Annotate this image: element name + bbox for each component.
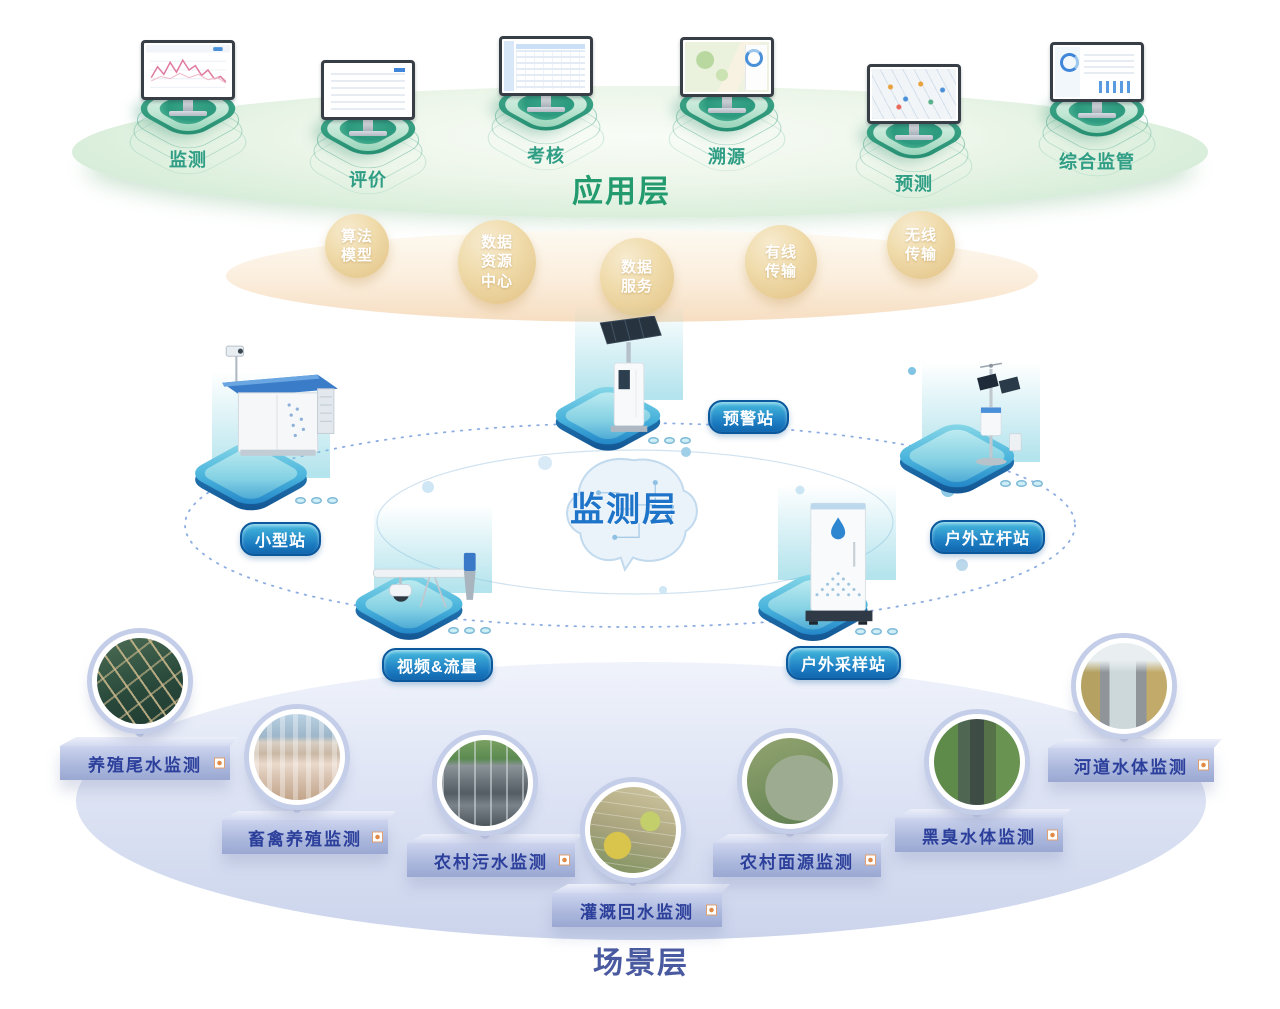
monitor-illustration: [298, 60, 438, 136]
scene-label-sewage: 农村污水监测: [407, 843, 575, 877]
small-station-illustration: [222, 345, 338, 456]
forecast-map-screen: [867, 64, 961, 124]
app-item-traceability: 溯源: [655, 37, 799, 197]
river-channel-photo: [1076, 638, 1172, 734]
middleware-wired-transmission: 有线传输: [745, 225, 817, 299]
scenario-layer-title: 场景层: [593, 947, 689, 980]
platform-ports: [295, 497, 338, 504]
app-item-assessment: 考核: [474, 36, 618, 196]
monitor-base: [708, 108, 746, 113]
monitor-base: [349, 131, 387, 136]
slab-corner-icon: [706, 904, 717, 916]
platform-ports: [1000, 480, 1043, 487]
monitor-stand: [722, 97, 732, 108]
village-pond-photo: [742, 733, 838, 829]
slab-corner-icon: [865, 854, 876, 866]
monitor-stand: [909, 124, 919, 135]
warning-station-illustration: [599, 316, 662, 432]
monitor-base: [169, 111, 207, 116]
scene-label-black-odor-water: 黑臭水体监测: [895, 818, 1063, 852]
monitor-stand: [1092, 102, 1102, 113]
platform-ports: [855, 628, 898, 635]
irrigation-fields-photo: [585, 782, 681, 878]
application-layer-title: 应用层: [572, 174, 671, 209]
monitor-illustration: [844, 64, 984, 140]
aquaculture-ponds-photo: [92, 633, 188, 729]
monitor-illustration: [118, 40, 258, 116]
monitor-stand: [363, 120, 373, 131]
app-label-assessment: 考核: [527, 146, 565, 166]
line-chart-graphic: [146, 45, 230, 88]
scene-label-aquaculture: 养殖尾水监测: [60, 746, 230, 780]
scene-label-nonpoint-source: 农村面源监测: [713, 843, 881, 877]
middleware-data-service: 数据服务: [600, 238, 674, 316]
middleware-wireless-transmission: 无线传输: [887, 211, 955, 279]
monitor-stand: [183, 100, 193, 111]
monitor-illustration: [1027, 42, 1167, 118]
middleware-algorithm-model: 算法模型: [325, 214, 389, 278]
application-layer-band: [72, 86, 1208, 218]
video-flow-illustration: [372, 552, 476, 608]
slab-corner-icon: [1198, 759, 1209, 771]
app-label-traceability: 溯源: [708, 147, 746, 167]
station-badge-sampling-station: 户外采样站: [786, 646, 902, 680]
livestock-barn-photo: [249, 709, 345, 805]
app-item-evaluation: 评价: [296, 60, 440, 220]
monitor-stand: [541, 96, 551, 107]
black-odor-river-photo: [929, 714, 1025, 810]
app-label-forecast: 预测: [895, 174, 933, 194]
monitoring-layer-title: 监测层: [570, 491, 678, 529]
app-item-monitoring: 监测: [116, 40, 260, 200]
monitor-base: [895, 135, 933, 140]
scene-label-irrigation: 灌溉回水监测: [552, 893, 722, 927]
monitor-base: [1078, 113, 1116, 118]
sewage-plant-photo: [437, 735, 533, 831]
monitor-illustration: [476, 36, 616, 112]
platform-ports: [648, 437, 691, 444]
station-badge-pole-station: 户外立杆站: [930, 520, 1046, 554]
trace-map-screen: [680, 37, 774, 97]
assessment-grid-screen: [499, 36, 593, 96]
dashboard-screen: [1050, 42, 1144, 102]
app-label-monitoring: 监测: [169, 150, 207, 170]
scene-label-river-water: 河道水体监测: [1048, 748, 1214, 782]
slab-corner-icon: [214, 757, 225, 769]
station-badge-small-station: 小型站: [240, 522, 322, 556]
app-label-evaluation: 评价: [349, 170, 387, 190]
pole-station-illustration: [975, 362, 1022, 466]
ai-brain-circuit-icon: [566, 458, 698, 573]
data-table-screen: [321, 60, 415, 120]
slab-corner-icon: [1047, 829, 1058, 841]
sampling-station-illustration: [805, 502, 873, 625]
app-label-supervision: 综合监管: [1059, 152, 1135, 172]
monitor-illustration: [657, 37, 797, 113]
app-item-supervision: 综合监管: [1025, 42, 1169, 202]
platform-ports: [448, 627, 491, 634]
station-badge-warning-station: 预警站: [708, 400, 790, 434]
station-badge-video-flow: 视频&流量: [382, 648, 493, 682]
scene-label-livestock: 畜禽养殖监测: [222, 820, 388, 854]
slab-corner-icon: [559, 854, 570, 866]
line-chart-screen: [141, 40, 235, 100]
monitor-base: [527, 107, 565, 112]
slab-corner-icon: [372, 831, 383, 843]
app-item-forecast: 预测: [842, 64, 986, 224]
middleware-data-resource-center: 数据资源中心: [458, 220, 536, 304]
